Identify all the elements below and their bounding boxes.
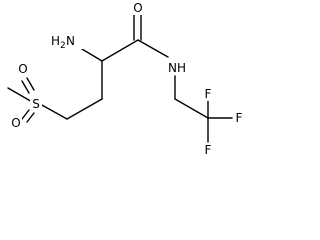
bond-alpha-carbon-carbonyl (101, 39, 139, 62)
amine-h-subscript: 2 (60, 41, 66, 51)
bond-sulfur-oxygen-lower-b (26, 112, 35, 123)
sulfonyl-oxygen-lower: O (11, 116, 20, 130)
fluorine-top: F (205, 87, 212, 101)
bond-sulfur-ch2 (39, 103, 68, 120)
bond-sulfur-oxygen-upper-a (21, 80, 30, 94)
atom-labels: S O O O H 2 N NH F F F (10, 1, 245, 157)
chemical-structure: S O O O H 2 N NH F F F (7, 1, 245, 157)
sulfur-atom: S (32, 97, 40, 111)
bond-methyl-sulfur (7, 87, 35, 104)
carbonyl-oxygen: O (133, 1, 142, 15)
bond-sulfur-oxygen-lower-a (21, 109, 30, 120)
bonds (7, 13, 233, 143)
sulfonyl-oxygen-upper: O (18, 62, 27, 76)
fluorine-bottom: F (205, 143, 212, 157)
amine-n: N (66, 34, 75, 48)
amide-nh: NH (168, 61, 186, 75)
bond-ch2-cf3 (174, 98, 209, 119)
bond-carbonyl-nitrogen (137, 39, 169, 58)
bond-ch2-ch2 (66, 98, 103, 120)
bond-alpha-carbon-amine (81, 48, 103, 62)
bond-sulfur-oxygen-upper-b (26, 77, 35, 91)
amine-h: H (51, 34, 60, 48)
fluorine-right: F (236, 111, 243, 125)
